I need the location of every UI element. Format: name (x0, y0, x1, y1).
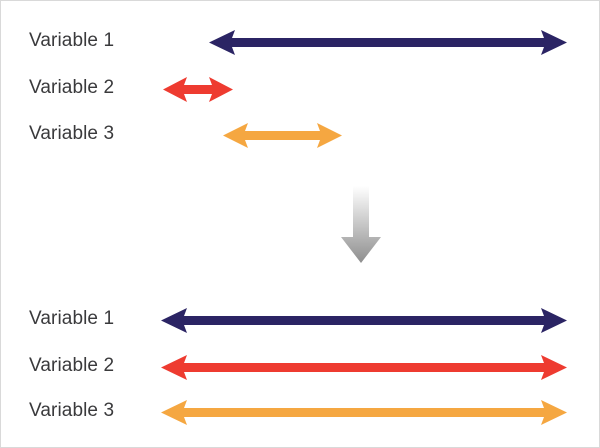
bottom-variable-2-label: Variable 2 (29, 355, 115, 376)
down-arrow-icon (338, 184, 384, 265)
variable-2-normalized-arrow (161, 354, 567, 380)
variable-2-range-arrow-shape (163, 76, 233, 102)
variable-2-normalized-arrow-shape (161, 354, 567, 380)
variable-1-normalized-arrow-shape (161, 307, 567, 333)
down-arrow-body (341, 186, 381, 263)
top-variable-3-label: Variable 3 (29, 123, 115, 144)
top-variable-2-label: Variable 2 (29, 77, 115, 98)
variable-3-range-arrow (223, 122, 342, 148)
top-variable-1-label: Variable 1 (29, 30, 115, 51)
variable-3-range-arrow-shape (223, 122, 342, 148)
bottom-variable-1-label: Variable 1 (29, 308, 115, 329)
variable-2-range-arrow (163, 76, 233, 102)
variable-3-normalized-arrow-shape (161, 399, 567, 425)
variable-1-range-arrow (209, 29, 567, 55)
variable-1-normalized-arrow (161, 307, 567, 333)
variable-1-range-arrow-shape (209, 29, 567, 55)
down-arrow-shape (341, 186, 381, 263)
bottom-variable-3-label: Variable 3 (29, 400, 115, 421)
variable-3-normalized-arrow (161, 399, 567, 425)
